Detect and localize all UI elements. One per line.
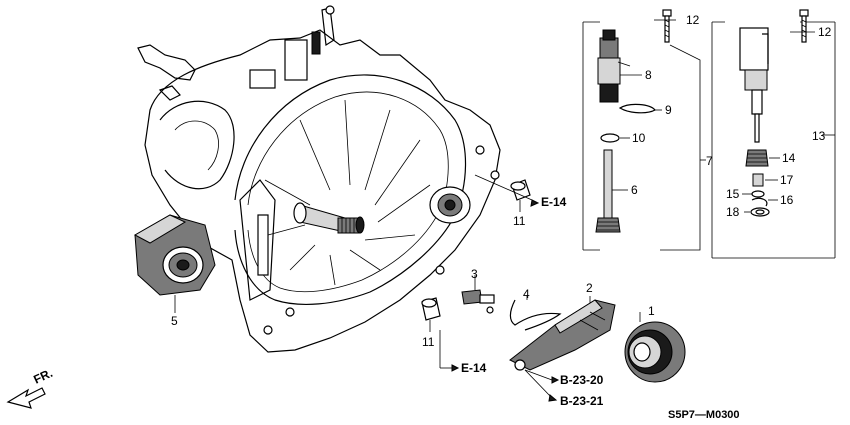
part-label-11-lower: 11 [422,335,435,349]
part-label-17: 17 [780,173,794,187]
front-label: FR. [31,366,54,387]
vehicle-speed-sensor-assembly [711,9,836,259]
diagram-code: S5P7—M0300 [668,409,740,421]
dowel-pin-lower [421,297,441,321]
part-label-4: 4 [523,287,530,301]
front-direction-arrow [6,387,46,409]
part-label-12-right: 12 [818,25,832,39]
release-bearing [624,321,686,383]
release-fork [509,299,616,371]
speed-sensor-assembly [582,9,701,251]
part-label-6: 6 [631,183,638,197]
ref-e14-upper: E-14 [541,195,567,209]
engine-mount [133,214,216,310]
part-label-12-left: 12 [686,13,700,27]
part-label-15: 15 [726,187,740,201]
part-label-13: 13 [812,129,826,143]
reference-labels: E-14 E-14 B-23-20 B-23-21 [461,195,604,408]
ref-b-23-21: B-23-21 [560,394,604,408]
part-label-11-upper: 11 [513,214,526,228]
part-label-10: 10 [632,131,646,145]
part-label-3: 3 [471,267,478,281]
transmission-housing [137,5,501,353]
part-label-8: 8 [645,68,652,82]
part-label-14: 14 [782,151,796,165]
dowel-pin-upper [510,179,531,201]
part-label-9: 9 [665,103,672,117]
part-label-7: 7 [706,154,713,168]
fork-pivot-bolt [461,289,495,314]
part-label-16: 16 [780,193,794,207]
leader-lines [174,19,835,402]
ref-e14-lower: E-14 [461,361,487,375]
ref-b-23-20: B-23-20 [560,373,604,387]
part-number-labels: 1 2 3 4 5 6 7 8 9 10 11 11 12 12 13 14 1… [171,13,832,349]
part-label-2: 2 [586,281,593,295]
release-fork-spring [509,299,562,331]
input-shaft [293,202,365,234]
part-label-1: 1 [648,304,655,318]
part-label-5: 5 [171,314,178,328]
part-label-18: 18 [726,205,740,219]
